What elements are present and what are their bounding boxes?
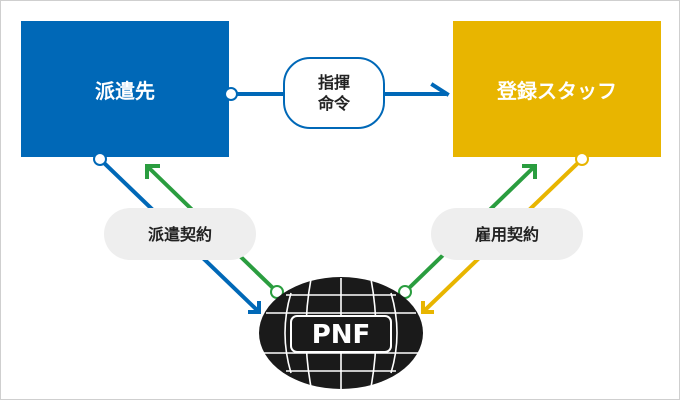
client-box [21, 21, 229, 157]
dispatch-contract-pill [104, 208, 256, 260]
pnf-logo: PNF [259, 277, 423, 389]
instruction-label-line2: 命令 [317, 94, 351, 113]
staff-box [453, 21, 661, 157]
pnf-logo-text: PNF [312, 320, 371, 350]
instruction-origin-dot [224, 87, 238, 101]
dispatch-blue-origin-dot [93, 152, 107, 166]
dispatch-contract-label: 派遣契約 [148, 225, 212, 244]
employment-contract-label: 雇用契約 [475, 225, 539, 244]
pnf-logo-plate [290, 315, 392, 353]
client-label: 派遣先 [95, 79, 155, 103]
instruction-label-line1: 指揮 [318, 73, 350, 92]
instruction-pill [283, 57, 385, 129]
staff-label: 登録スタッフ [496, 79, 617, 103]
employment-contract-pill [431, 208, 583, 260]
employment-yellow-origin-dot [575, 152, 589, 166]
